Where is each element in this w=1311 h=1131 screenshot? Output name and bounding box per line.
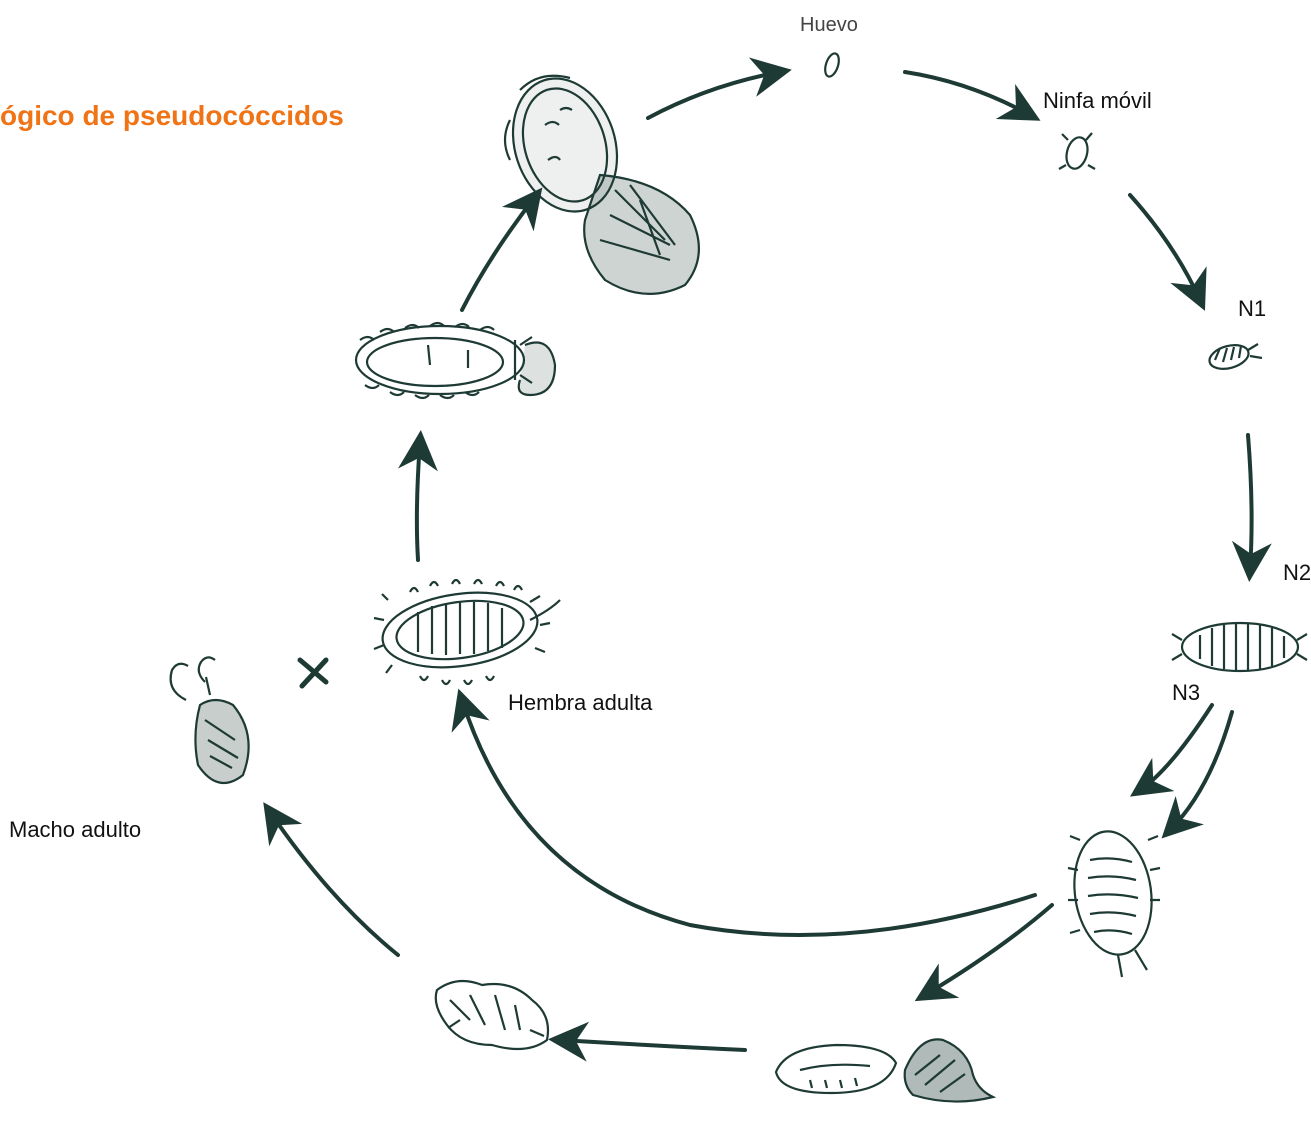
egg-mass-icon bbox=[496, 65, 698, 294]
n2-icon bbox=[1172, 623, 1307, 671]
ninfa-movil-icon bbox=[1059, 133, 1095, 171]
ovipositing-female-icon bbox=[356, 323, 555, 398]
n3-icon bbox=[1067, 826, 1160, 977]
arrow-n1-to-n2 bbox=[1248, 435, 1252, 570]
pupa-cocoon-icon bbox=[905, 1039, 993, 1101]
mating-cross-icon bbox=[300, 660, 326, 686]
n1-icon bbox=[1207, 341, 1262, 373]
arrow-eggmass-to-huevo bbox=[648, 72, 780, 118]
egg-icon bbox=[823, 52, 842, 79]
arrow-prepupa-to-pupa bbox=[560, 1040, 745, 1050]
arrow-huevo-to-ninfa bbox=[905, 72, 1030, 115]
hembra-adulta-icon bbox=[374, 580, 560, 684]
macho-adulto-icon bbox=[171, 657, 249, 783]
prepupa-icon bbox=[776, 1045, 896, 1093]
arrow-hembra-to-adulto-eggs bbox=[417, 442, 420, 560]
arrow-ninfa-to-n1 bbox=[1130, 195, 1200, 300]
arrow-n2-to-n3-right bbox=[1170, 712, 1232, 830]
arrow-n3-to-hembra bbox=[462, 700, 1035, 935]
arrow-pupa-to-macho bbox=[270, 812, 398, 955]
arrow-adulto-to-eggmass bbox=[462, 197, 535, 310]
arrow-n2-to-n3-left bbox=[1140, 705, 1212, 790]
male-pupa-icon bbox=[436, 981, 548, 1049]
